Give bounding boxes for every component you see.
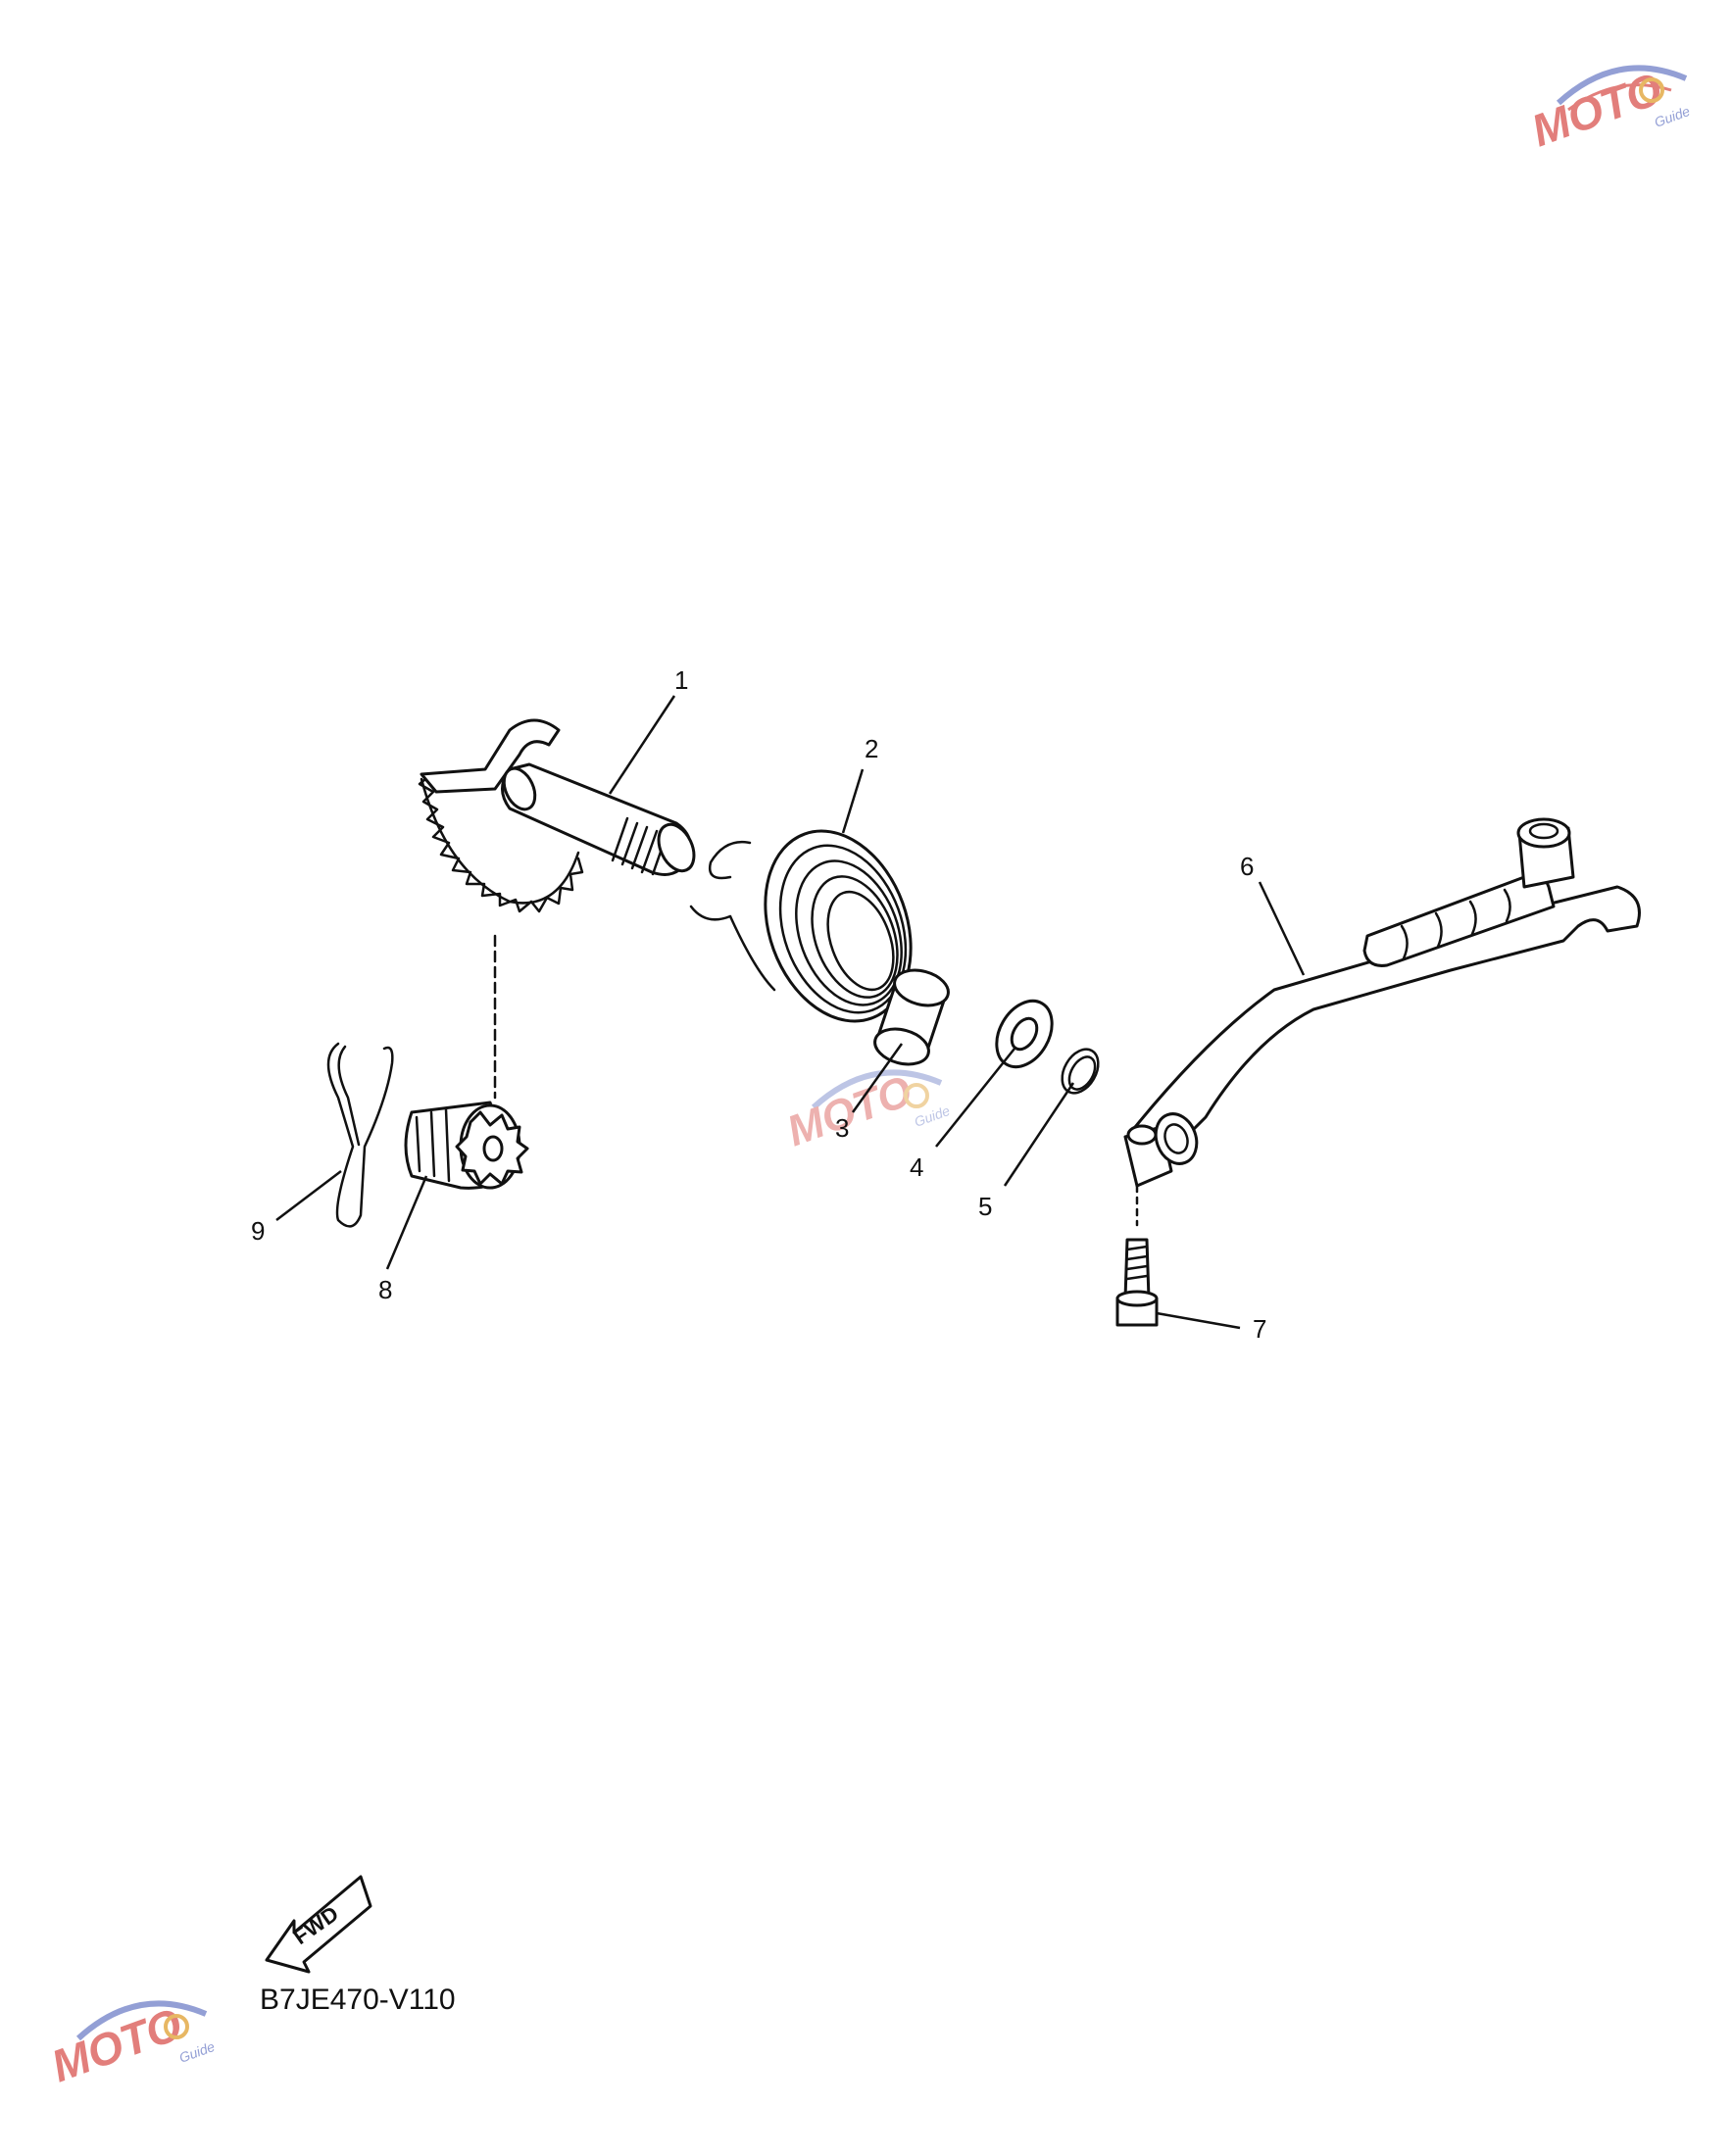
callout-numbers: 1 2 3 4 5 6 7 8 9 (251, 665, 1266, 1344)
gear-icon (1639, 77, 1664, 103)
gear-icon (164, 2014, 189, 2039)
watermark-logo-top: MOTO Guide (1525, 63, 1693, 157)
part-6-kick-crank (1123, 817, 1641, 1188)
forward-direction-arrow: FWD (265, 1875, 372, 1974)
leader-lines (275, 695, 1306, 1330)
callout-2: 2 (865, 734, 878, 763)
watermark-logo-bottom: MOTO Guide (45, 1998, 218, 2092)
part-8-pinion-gear (404, 934, 529, 1190)
gear-icon (904, 1083, 929, 1108)
callout-8: 8 (378, 1275, 392, 1304)
callout-1: 1 (674, 665, 688, 695)
watermark-logo-middle: MOTO Guide (781, 1066, 953, 1155)
callout-7: 7 (1253, 1314, 1266, 1344)
part-3-collar (873, 968, 950, 1066)
part-9-wire-clip (326, 1042, 394, 1228)
callout-4: 4 (910, 1152, 923, 1182)
callout-9: 9 (251, 1216, 265, 1246)
diagram-code: B7JE470-V110 (260, 1984, 456, 2016)
part-1-kick-axle-assembly (418, 718, 696, 913)
part-2-coil-spring (689, 829, 913, 1023)
callout-6: 6 (1240, 852, 1254, 881)
callout-3: 3 (835, 1113, 849, 1143)
part-7-bolt (1115, 1184, 1159, 1327)
part-5-circlip (1061, 1048, 1100, 1095)
callout-5: 5 (978, 1192, 992, 1221)
part-4-washer (995, 999, 1054, 1069)
